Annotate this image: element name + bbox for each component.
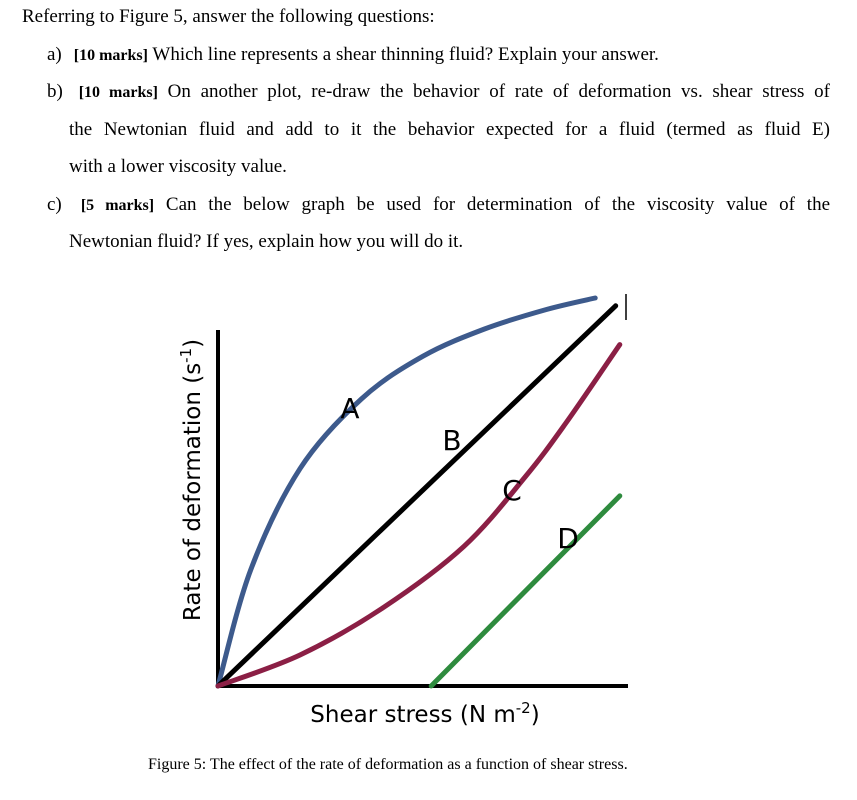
question-a: a) [10 marks] Which line represents a sh… [47, 44, 659, 66]
question-label: b) [47, 81, 63, 102]
question-c: c) [5 marks] Can the below graph be used… [47, 194, 830, 216]
question-text: Which line represents a shear thinning f… [152, 44, 659, 65]
question-text: On another plot, re-draw the behavior of… [167, 81, 830, 102]
question-marks: [10 marks] [73, 47, 148, 64]
intro-text: Referring to Figure 5, answer the follow… [22, 6, 435, 27]
curve-label-c: C [502, 474, 522, 507]
question-b: b) [10 marks] On another plot, re-draw t… [47, 81, 830, 103]
curve-label-b: B [442, 424, 461, 457]
question-c-line-2: Newtonian fluid? If yes, explain how you… [69, 231, 464, 252]
question-b-line-3: with a lower viscosity value. [69, 156, 287, 177]
question-marks: [10 marks] [78, 84, 158, 101]
y-axis-label: Rate of deformation (s-1) [177, 339, 206, 621]
curve-label-a: A [340, 392, 359, 425]
x-axis-label: Shear stress (N m-2) [310, 699, 539, 728]
curve-b [215, 303, 619, 689]
question-text: Can the below graph be used for determin… [165, 194, 831, 215]
question-marks: [5 marks] [80, 197, 155, 214]
curve-label-d: D [557, 522, 579, 555]
question-label: a) [47, 44, 62, 65]
question-label: c) [47, 194, 62, 215]
question-b-line-2: the Newtonian fluid and add to it the be… [69, 119, 830, 140]
curve-c [215, 342, 623, 689]
curve-a [215, 295, 598, 689]
curve-d [428, 493, 623, 689]
figure-caption: Figure 5: The effect of the rate of defo… [148, 756, 628, 773]
